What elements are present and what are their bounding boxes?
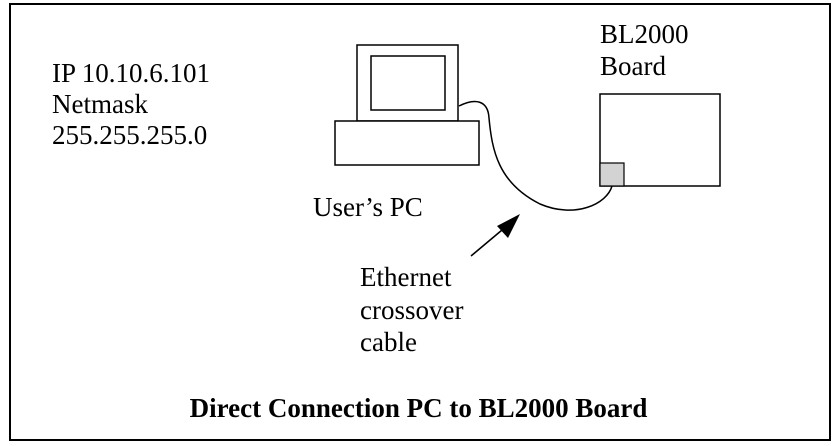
cable-arrow-head [497,214,520,238]
pc-netmask-label: Netmask [52,89,148,119]
cable-label-line3: cable [360,327,417,357]
cable-label-line1: Ethernet [360,262,452,292]
pc-base [334,120,480,166]
diagram-frame [9,3,831,441]
board-label-line1: BL2000 [600,19,689,49]
ethernet-cable [458,100,613,211]
pc-label: User’s PC [313,192,423,222]
diagram-caption: Direct Connection PC to BL2000 Board [189,393,648,423]
cable-label-line2: crossover [360,295,464,325]
board-label-line2: Board [600,51,666,81]
board-ethernet-port [599,162,625,187]
pc-ip-address: IP 10.10.6.101 [52,58,211,88]
pc-netmask-value: 255.255.255.0 [52,120,208,150]
pc-monitor-screen [370,55,446,111]
